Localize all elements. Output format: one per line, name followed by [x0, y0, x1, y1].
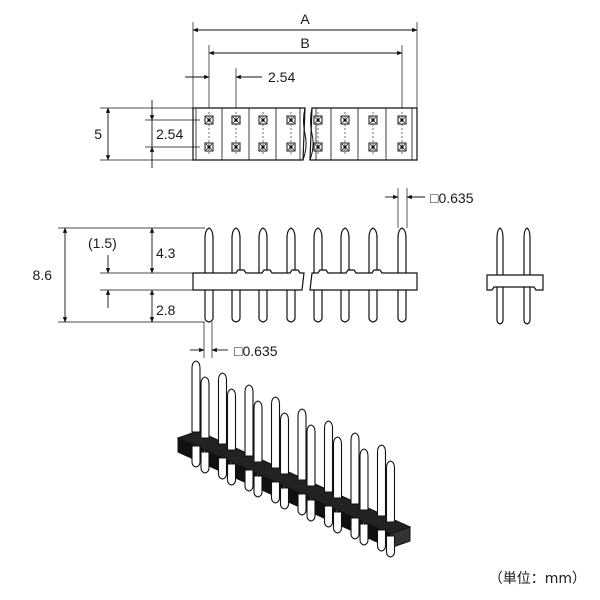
height-label: 5	[94, 126, 102, 142]
iso-pin	[350, 432, 360, 505]
iso-pin	[191, 360, 201, 433]
front-view-dimensions	[58, 188, 425, 358]
iso-pin	[226, 388, 237, 451]
iso-pin-lower	[323, 505, 334, 528]
top-pin	[231, 142, 241, 152]
iso-pin-lower	[297, 493, 307, 516]
iso-body-top	[176, 430, 412, 535]
iso-pin-lower	[332, 511, 343, 534]
iso-pin-lower	[359, 523, 369, 546]
iso-pin-lower	[376, 529, 387, 552]
iso-pin-lower	[226, 463, 237, 486]
iso-pin-lower	[200, 451, 210, 474]
iso-pin-lower	[385, 535, 396, 558]
iso-pin-lower	[217, 457, 228, 480]
top-pin	[286, 142, 296, 152]
top-pin	[204, 142, 214, 152]
iso-pin	[200, 376, 210, 439]
top-pin	[397, 142, 407, 152]
row-pitch-label: 2.54	[156, 126, 183, 142]
top-pin	[258, 142, 268, 152]
units-label: （単位：mm）	[488, 571, 586, 587]
iso-pin-lower	[253, 475, 263, 498]
iso-pin-lower	[244, 469, 254, 492]
total-height-label: 8.6	[33, 267, 53, 283]
lower-length-label: 2.8	[156, 302, 176, 318]
pin-section-top-label: □0.635	[430, 190, 474, 206]
upper-length-label: 4.3	[156, 245, 176, 261]
iso-pin	[297, 408, 307, 481]
dim-B-label: B	[300, 35, 309, 51]
dim-A-label: A	[300, 11, 310, 27]
upper-offset-label: (1.5)	[88, 235, 117, 251]
top-pin	[368, 142, 378, 152]
side-view	[486, 227, 544, 325]
iso-pin-lower	[191, 445, 201, 468]
iso-pin	[270, 396, 281, 469]
iso-pin	[244, 384, 254, 457]
top-pin	[313, 142, 323, 152]
iso-pin-lower	[270, 481, 281, 504]
iso-pin	[279, 412, 290, 475]
iso-pin	[332, 436, 343, 499]
iso-pin	[385, 460, 396, 523]
iso-pin-lower	[306, 499, 316, 522]
top-view	[192, 107, 418, 161]
front-view	[192, 227, 418, 323]
iso-pin	[217, 372, 228, 445]
iso-pin-lower	[279, 487, 290, 510]
pitch-label: 2.54	[268, 69, 295, 85]
iso-pin-lower	[350, 517, 360, 540]
top-pin-array	[195, 108, 413, 160]
iso-pin	[253, 400, 263, 463]
iso-pin	[376, 444, 387, 517]
pin-section-bottom-label: □0.635	[234, 343, 278, 359]
iso-pin	[359, 448, 369, 511]
iso-pin	[323, 420, 334, 493]
top-view-dimensions	[100, 22, 418, 168]
top-pin	[340, 142, 350, 152]
isometric-view	[176, 360, 412, 558]
iso-pin	[306, 424, 316, 487]
